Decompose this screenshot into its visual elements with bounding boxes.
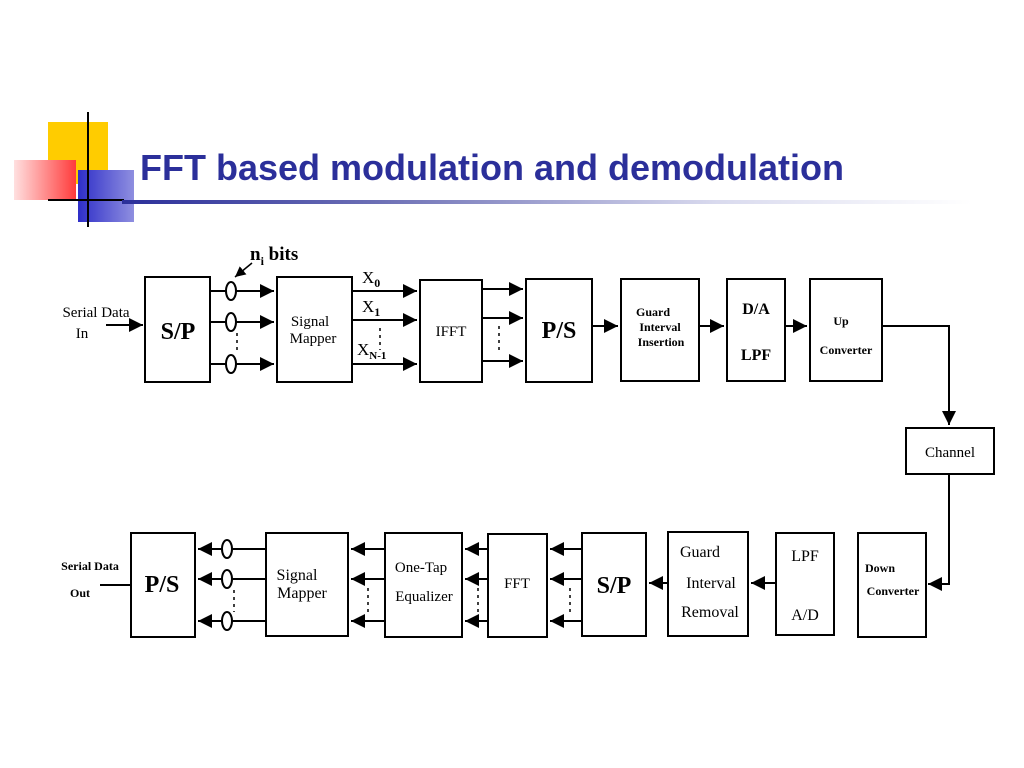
- tx-bits-ellipse-2: [225, 312, 237, 332]
- tx-ifft-block: [419, 279, 483, 383]
- bits-label: ni bits: [250, 244, 298, 268]
- tx-x0-sub: 0: [374, 276, 380, 290]
- tx-mapper-label-line2: Mapper: [290, 331, 337, 347]
- bits-pointer-arrow: [234, 262, 253, 278]
- tx-xn-sub: N-1: [369, 350, 386, 362]
- rx-mapper-label-line2: Mapper: [277, 585, 327, 602]
- tx-up-label-line1: Up: [833, 314, 849, 328]
- rx-lpf-label: LPF: [791, 548, 819, 565]
- tx-ps-block: [525, 278, 593, 383]
- deco-red-square: [14, 160, 76, 200]
- rx-mapper-label-line1: Signal: [277, 567, 318, 584]
- tx-da-label: D/A: [742, 301, 770, 318]
- rx-ps-label: P/S: [145, 572, 180, 598]
- rx-bits-ellipse-2: [221, 569, 233, 589]
- tx-input-label-line2: In: [76, 326, 89, 342]
- tx-guard-label-line2: Interval: [639, 320, 681, 334]
- rx-sp-label: S/P: [597, 573, 632, 599]
- tx-x1-label: X1: [362, 297, 380, 319]
- deco-horizontal-line: [48, 199, 124, 201]
- rx-guard-removal-block: [667, 531, 749, 637]
- rx-ps-block: [130, 532, 196, 638]
- rx-guard-label-line2: Interval: [686, 575, 736, 592]
- tx-up-converter-block: [809, 278, 883, 382]
- bits-label-n: n: [250, 244, 261, 265]
- tx-x1-sub: 1: [374, 305, 380, 319]
- rx-down-label-line2: Converter: [867, 584, 920, 598]
- rx-eq-label-line1: One-Tap: [395, 560, 447, 576]
- bits-label-rest: bits: [264, 244, 298, 265]
- tx-x0-label: X0: [362, 268, 380, 290]
- rx-lpf-ad-block: [775, 532, 835, 636]
- tx-guard-label-line3: Insertion: [638, 335, 685, 349]
- deco-vertical-line: [87, 112, 89, 227]
- tx-signal-mapper-block: [276, 276, 353, 383]
- channel-block: [905, 427, 995, 475]
- rx-ad-label: A/D: [791, 607, 819, 624]
- rx-fft-label: FFT: [504, 576, 530, 592]
- tx-ifft-label: IFFT: [436, 324, 467, 340]
- rx-down-converter-block: [857, 532, 927, 638]
- tx-xn-label: XN-1: [357, 340, 386, 362]
- rx-down-label-line1: Down: [865, 561, 895, 575]
- tx-up-label-line2: Converter: [820, 343, 873, 357]
- tx-da-lpf-block: [726, 278, 786, 382]
- title-underline: [122, 200, 972, 204]
- tx-x0-main: X: [362, 268, 374, 287]
- channel-label: Channel: [925, 445, 975, 461]
- rx-bits-ellipse-1: [221, 539, 233, 559]
- rx-eq-label-line2: Equalizer: [395, 589, 452, 605]
- tx-guard-label-line1: Guard: [636, 305, 670, 319]
- tx-to-channel-arrow: [883, 325, 956, 425]
- tx-bits-ellipse-1: [225, 281, 237, 301]
- rx-guard-label-line3: Removal: [681, 604, 739, 621]
- tx-sp-block: [144, 276, 211, 383]
- slide-title: FFT based modulation and demodulation: [140, 147, 844, 188]
- tx-x1-main: X: [362, 297, 374, 316]
- rx-output-label-line2: Out: [70, 586, 90, 600]
- tx-lpf-label: LPF: [741, 347, 771, 364]
- rx-signal-mapper-block: [265, 532, 349, 637]
- tx-bits-ellipse-3: [225, 354, 237, 374]
- rx-output-label-line1: Serial Data: [61, 559, 119, 573]
- rx-equalizer-block: [384, 532, 463, 638]
- rx-guard-label-line1: Guard: [680, 544, 720, 561]
- bits-label-i: i: [261, 254, 265, 268]
- tx-input-label-line1: Serial Data: [62, 305, 129, 321]
- channel-to-rx-arrow: [928, 475, 950, 591]
- rx-sp-block: [581, 532, 647, 637]
- tx-sp-label: S/P: [161, 319, 196, 345]
- tx-guard-insertion-block: [620, 278, 700, 382]
- rx-bits-ellipse-3: [221, 611, 233, 631]
- tx-mapper-label-line1: Signal: [291, 314, 329, 330]
- rx-fft-block: [487, 533, 548, 638]
- tx-ps-label: P/S: [542, 318, 577, 344]
- tx-xn-main: X: [357, 340, 369, 359]
